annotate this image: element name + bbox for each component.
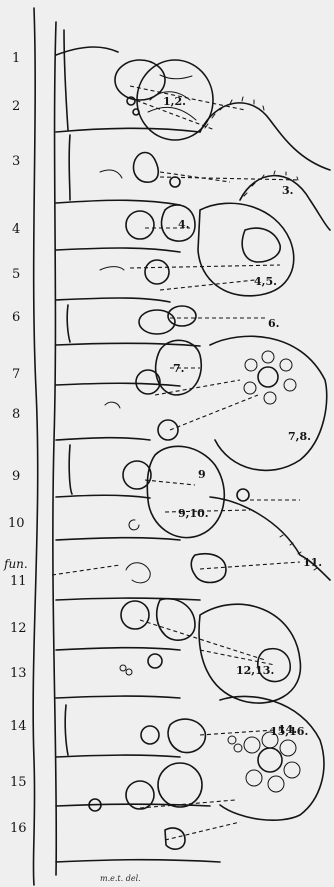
cell-3-contents xyxy=(100,153,180,188)
row-label-3: 3 xyxy=(12,154,20,169)
label-1-2: 1,2. xyxy=(163,95,186,108)
label-4-5: 4,5. xyxy=(254,275,277,288)
epithelium-boundary xyxy=(53,22,56,875)
row-label-14: 14 xyxy=(10,719,27,734)
row-label-1: 1 xyxy=(12,51,20,66)
label-7-8: 7,8. xyxy=(288,430,311,443)
row-label-13: 13 xyxy=(10,666,27,681)
row-label-16: 16 xyxy=(10,821,27,836)
row-label-5: 5 xyxy=(12,267,20,282)
label-7: 7. xyxy=(173,362,184,375)
row-label-6: 6 xyxy=(12,310,20,325)
row-label-2: 2 xyxy=(12,99,20,114)
label-4: 4. xyxy=(178,218,189,231)
cell-9-10-contents xyxy=(123,446,249,537)
row-label-fun: fun. xyxy=(3,557,28,571)
rosette-7-8 xyxy=(244,351,296,404)
cell-12-13-contents xyxy=(120,599,300,703)
signature: m.e.t. del. xyxy=(100,874,141,883)
cell-6-contents xyxy=(139,306,196,334)
row-label-7: 7 xyxy=(12,367,20,382)
cell-14-contents xyxy=(141,719,242,752)
row-label-11: 11 xyxy=(10,574,27,589)
cell-15-16-contents xyxy=(89,732,300,849)
row-label-4: 4 xyxy=(12,222,20,237)
label-12-13: 12,13. xyxy=(236,664,274,677)
rosette-15-16 xyxy=(244,732,300,792)
row-label-12: 12 xyxy=(10,621,27,636)
label-15-16: 15,16. xyxy=(270,725,308,738)
outer-surface-line xyxy=(33,8,38,885)
label-11: 11. xyxy=(303,556,322,569)
label-9: 9 xyxy=(198,468,206,481)
label-6: 6. xyxy=(268,317,279,330)
leader-lines xyxy=(52,86,300,840)
lumens xyxy=(200,97,330,820)
inner-labels: 1,2. 3. 4. 4,5. 6. 7. 7,8. 9 9,10. 11. 1… xyxy=(163,95,322,738)
row-label-15: 15 xyxy=(10,775,27,790)
row-labels: 1 2 3 4 5 6 7 8 9 10 fun. 11 12 13 14 15… xyxy=(3,51,28,836)
label-3: 3. xyxy=(282,184,293,197)
cell-7-8-contents xyxy=(105,340,296,440)
row-label-8: 8 xyxy=(12,407,20,422)
label-9-10: 9,10. xyxy=(178,507,209,520)
row-label-10: 10 xyxy=(8,516,25,531)
row-label-9: 9 xyxy=(12,469,20,484)
